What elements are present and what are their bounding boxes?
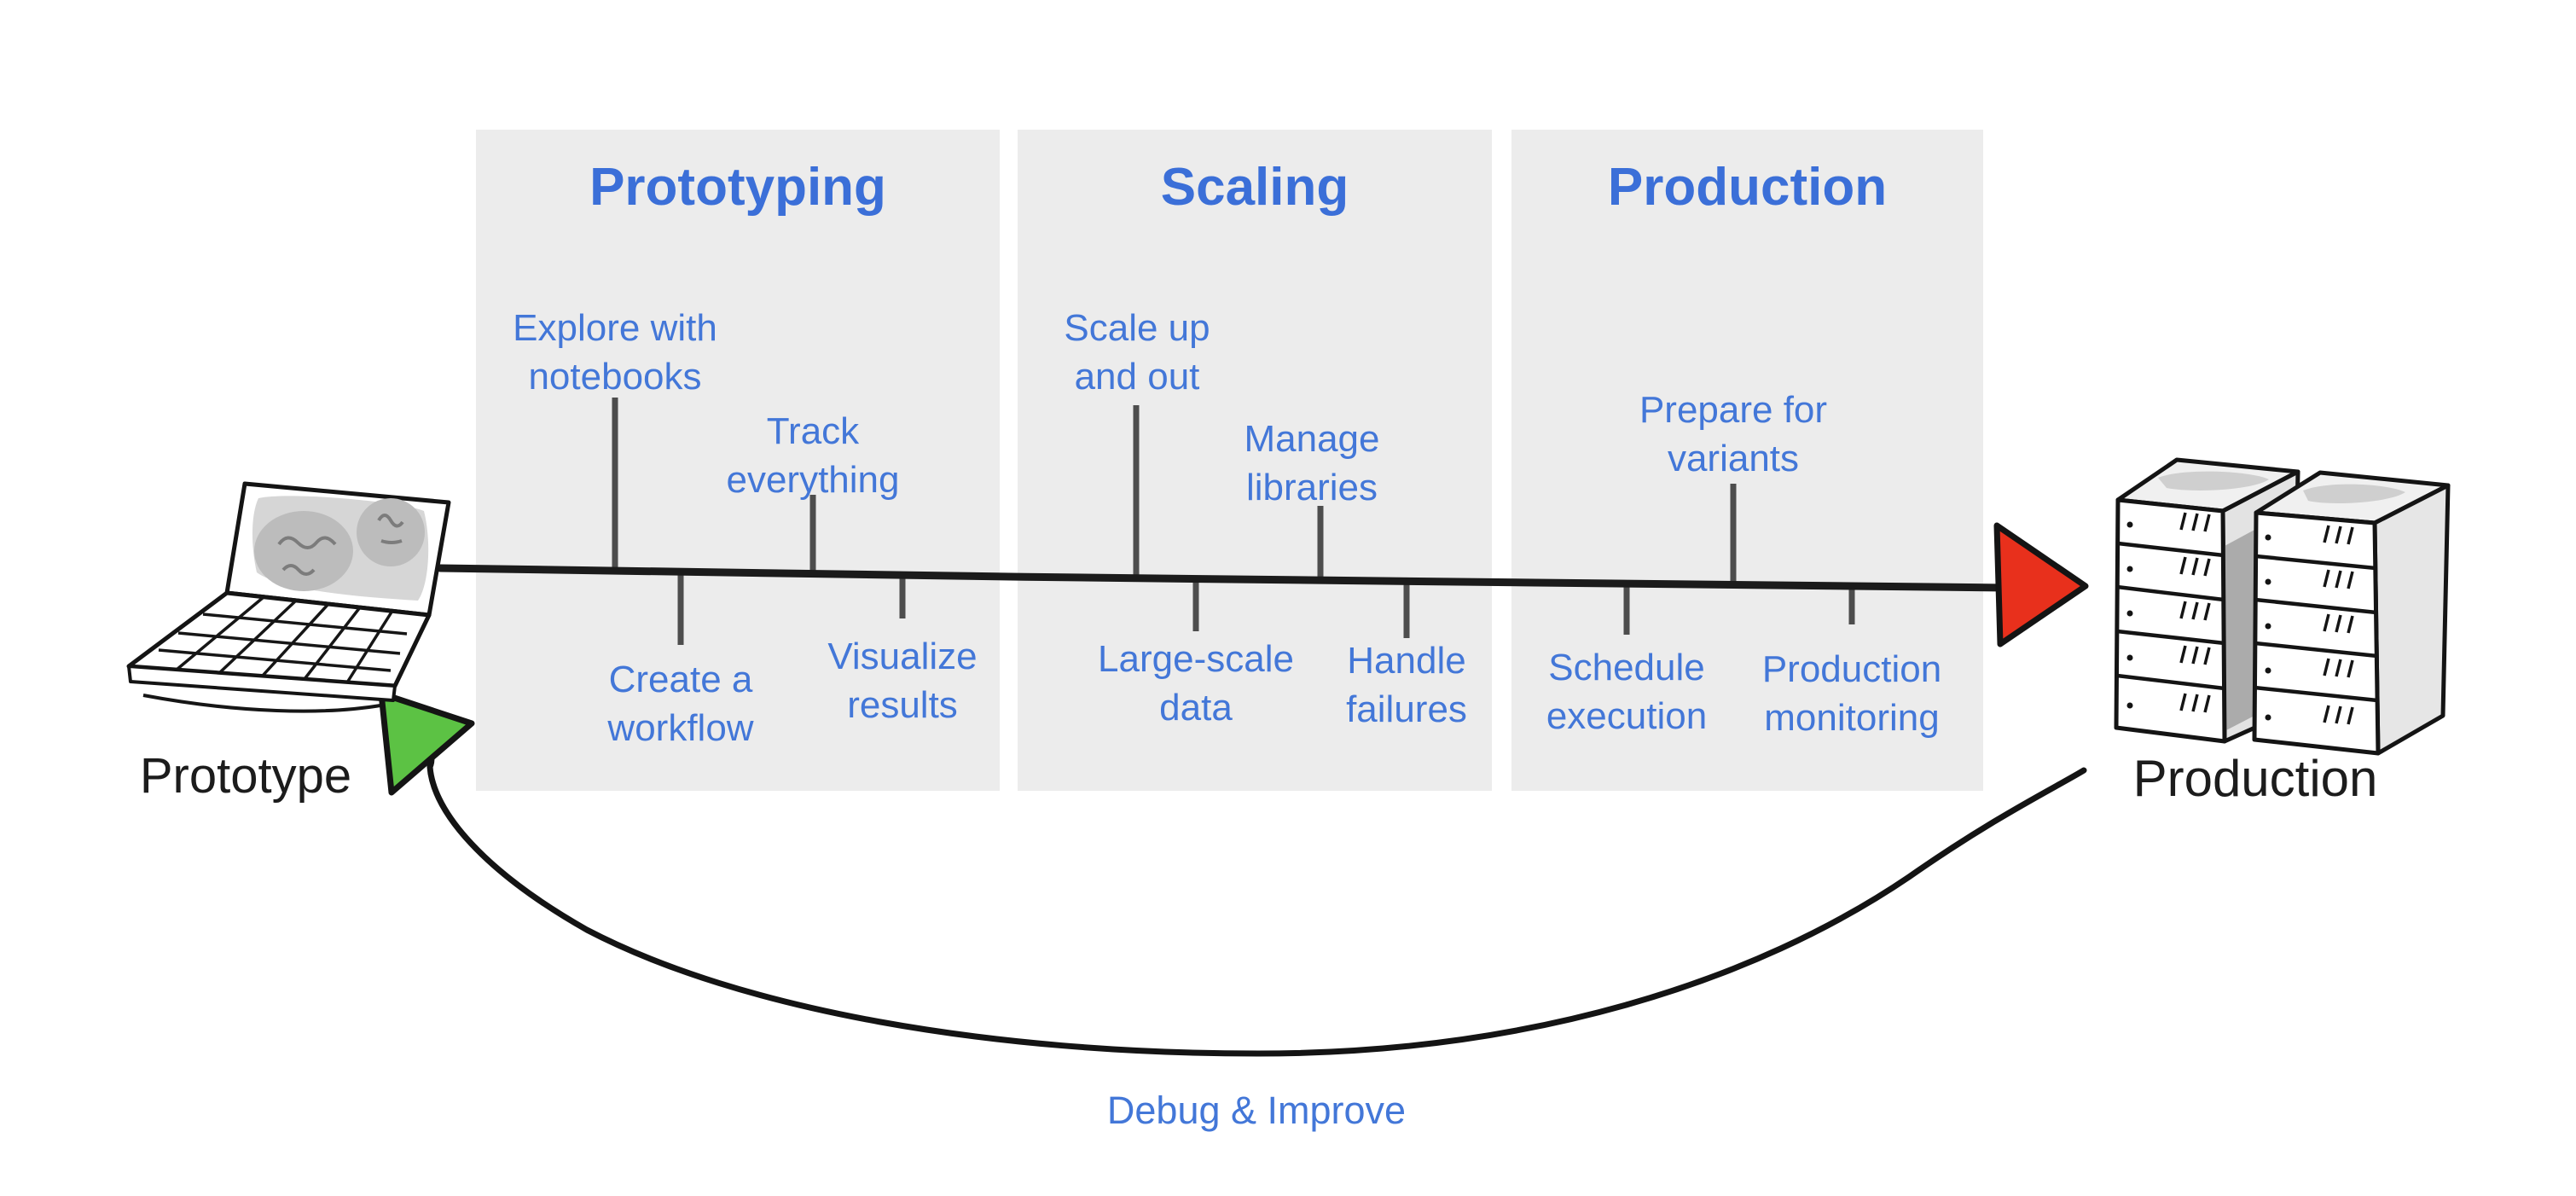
phase-panel-prototyping: Prototyping bbox=[476, 130, 1000, 791]
green-arrowhead-icon bbox=[378, 690, 475, 796]
feedback-label: Debug & Improve bbox=[1106, 1089, 1407, 1132]
milestone-line: Handle bbox=[1347, 640, 1466, 682]
milestone-line: and out bbox=[1074, 356, 1200, 398]
phase-panel-production: Production bbox=[1511, 130, 1983, 791]
milestone-line: libraries bbox=[1245, 467, 1378, 508]
start-label: Prototype bbox=[139, 748, 352, 804]
milestone-prepare-for-variants: Prepare for variants bbox=[1639, 386, 1827, 483]
milestone-line: Scale up bbox=[1064, 307, 1210, 349]
milestone-line: Large-scale bbox=[1098, 638, 1294, 680]
milestone-line: notebooks bbox=[528, 356, 702, 398]
milestone-production-monitoring: Production monitoring bbox=[1762, 645, 1941, 742]
server-racks-icon bbox=[2114, 457, 2451, 756]
end-label: Production bbox=[2132, 750, 2378, 807]
milestone-create-a-workflow: Create a workflow bbox=[607, 655, 753, 752]
milestone-line: Visualize bbox=[827, 636, 978, 677]
phase-title-scaling: Scaling bbox=[1160, 158, 1349, 217]
milestone-line: Prepare for bbox=[1639, 389, 1828, 431]
milestone-scale-up-and-out: Scale up and out bbox=[1064, 304, 1210, 401]
milestone-line: Schedule bbox=[1548, 647, 1705, 688]
milestone-handle-failures: Handle failures bbox=[1346, 636, 1467, 734]
milestone-line: Explore with bbox=[513, 307, 717, 349]
milestone-line: results bbox=[847, 684, 958, 726]
phase-title-prototyping: Prototyping bbox=[589, 158, 886, 217]
milestone-visualize-results: Visualize results bbox=[827, 632, 977, 729]
milestone-line: data bbox=[1159, 687, 1233, 729]
milestone-line: everything bbox=[726, 459, 900, 501]
milestone-line: failures bbox=[1346, 688, 1467, 730]
milestone-line: Track bbox=[766, 410, 860, 452]
laptop-icon bbox=[126, 481, 451, 713]
phase-panel-scaling: Scaling bbox=[1018, 130, 1492, 791]
milestone-large-scale-data: Large-scale data bbox=[1098, 635, 1294, 732]
milestone-line: variants bbox=[1667, 438, 1800, 479]
milestone-schedule-execution: Schedule execution bbox=[1546, 643, 1707, 740]
milestone-line: Manage bbox=[1244, 418, 1380, 460]
milestone-line: monitoring bbox=[1764, 697, 1940, 739]
milestone-line: execution bbox=[1546, 695, 1708, 737]
milestone-line: Create a bbox=[608, 659, 753, 700]
phase-title-production: Production bbox=[1607, 158, 1888, 217]
red-arrowhead-icon bbox=[1993, 522, 2089, 647]
milestone-track-everything: Track everything bbox=[726, 407, 899, 504]
milestone-line: Production bbox=[1761, 648, 1942, 690]
milestone-line: workflow bbox=[607, 707, 754, 749]
milestone-explore-with-notebooks: Explore with notebooks bbox=[513, 304, 717, 401]
milestone-manage-libraries: Manage libraries bbox=[1244, 415, 1379, 512]
